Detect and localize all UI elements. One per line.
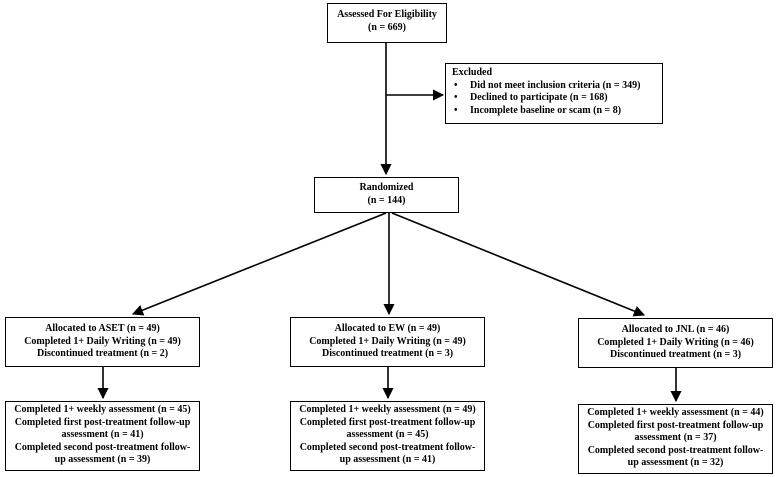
- excluded-title: Excluded: [452, 67, 493, 78]
- daily-writing-label: Completed 1+ Daily Writing (n = 49): [24, 335, 181, 347]
- excluded-reason-incomplete: Incomplete baseline or scam (n = 8): [452, 105, 656, 118]
- eligibility-title: Assessed For Eligibility: [337, 9, 437, 20]
- first-followup-label: Completed first post-treatment follow-up…: [587, 419, 764, 444]
- second-followup-label: Completed second post-treatment follow-u…: [587, 444, 764, 469]
- second-followup-label: Completed second post-treatment follow-u…: [14, 441, 191, 466]
- allocation-box-aset: Allocated to ASET (n = 49) Completed 1+ …: [5, 317, 200, 367]
- allocated-label: Allocated to JNL (n = 46): [621, 324, 730, 335]
- followup-box-ew: Completed 1+ weekly assessment (n = 49) …: [290, 401, 485, 471]
- excluded-reasons-list: Did not meet inclusion criteria (n = 349…: [452, 80, 656, 118]
- eligibility-count: (n = 669): [368, 21, 406, 33]
- followup-box-aset: Completed 1+ weekly assessment (n = 45) …: [5, 401, 200, 471]
- first-followup-label: Completed first post-treatment follow-up…: [14, 416, 191, 441]
- allocated-label: Allocated to EW (n = 49): [334, 323, 441, 334]
- excluded-reason-inclusion: Did not meet inclusion criteria (n = 349…: [452, 80, 656, 93]
- discontinued-label: Discontinued treatment (n = 2): [36, 348, 169, 359]
- eligibility-box: Assessed For Eligibility (n = 669): [327, 3, 447, 43]
- daily-writing-label: Completed 1+ Daily Writing (n = 46): [597, 336, 754, 348]
- discontinued-label: Discontinued treatment (n = 3): [609, 349, 742, 360]
- allocated-label: Allocated to ASET (n = 49): [45, 323, 160, 334]
- randomized-title: Randomized: [359, 182, 414, 193]
- weekly-assessment-label: Completed 1+ weekly assessment (n = 49): [299, 404, 476, 415]
- followup-box-jnl: Completed 1+ weekly assessment (n = 44) …: [578, 404, 773, 474]
- first-followup-label: Completed first post-treatment follow-up…: [299, 416, 476, 441]
- daily-writing-label: Completed 1+ Daily Writing (n = 49): [309, 335, 466, 347]
- excluded-reason-declined: Declined to participate (n = 168): [452, 92, 656, 105]
- discontinued-label: Discontinued treatment (n = 3): [321, 348, 454, 359]
- weekly-assessment-label: Completed 1+ weekly assessment (n = 44): [587, 407, 764, 418]
- randomized-box: Randomized (n = 144): [314, 177, 459, 213]
- second-followup-label: Completed second post-treatment follow-u…: [299, 441, 476, 466]
- allocation-box-ew: Allocated to EW (n = 49) Completed 1+ Da…: [290, 317, 485, 367]
- arrow-randomized-to-jnl: [391, 212, 646, 317]
- randomized-count: (n = 144): [367, 194, 406, 206]
- arrow-randomized-to-aset: [131, 212, 387, 316]
- allocation-box-jnl: Allocated to JNL (n = 46) Completed 1+ D…: [578, 318, 773, 368]
- excluded-box: Excluded Did not meet inclusion criteria…: [445, 63, 663, 124]
- weekly-assessment-label: Completed 1+ weekly assessment (n = 45): [14, 404, 191, 415]
